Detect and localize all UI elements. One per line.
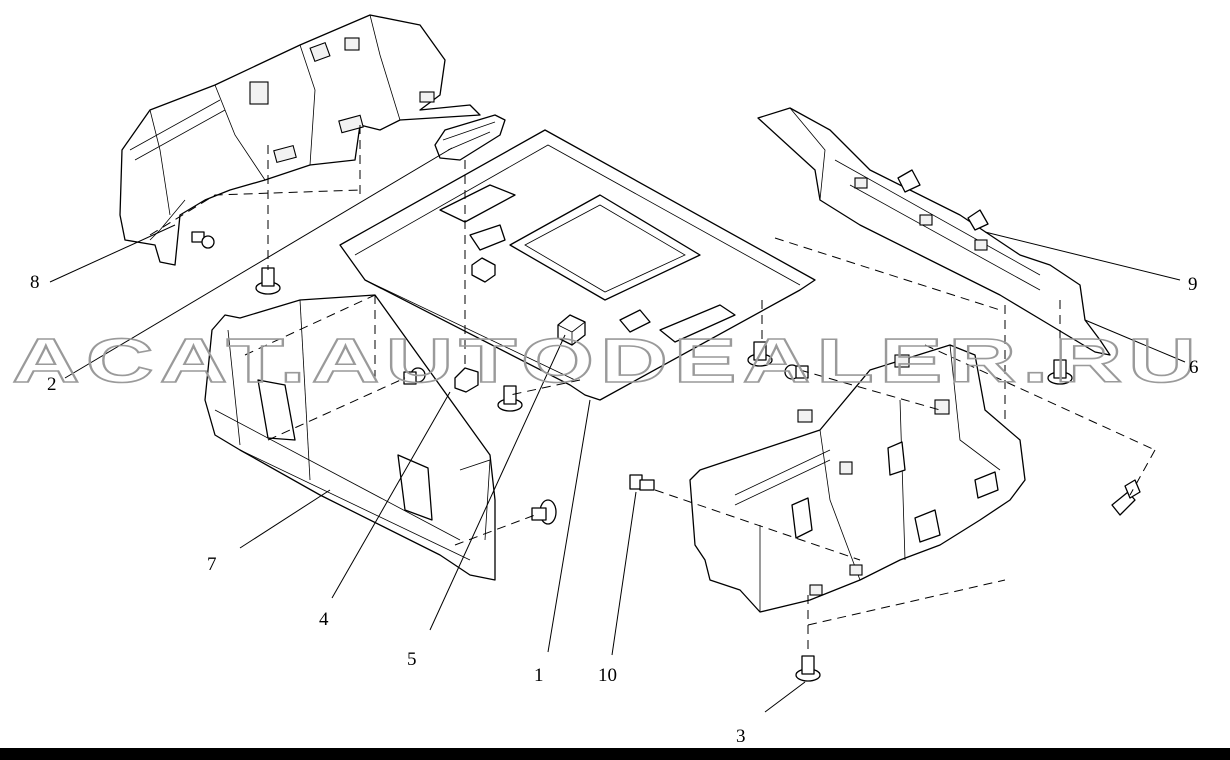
- label-7: 7: [207, 554, 217, 575]
- label-8: 8: [30, 272, 40, 293]
- fastener-clip-right: [1047, 359, 1073, 385]
- part-3-right-rear-trim: [689, 344, 1026, 613]
- bottom-border-bar: [0, 748, 1230, 760]
- label-10: 10: [598, 665, 617, 686]
- fastener-clip-bottom: [795, 655, 821, 682]
- fastener-clip-left-center: [497, 385, 523, 412]
- part-10-bolt: [629, 474, 655, 491]
- part-1-roof-headliner: [339, 129, 816, 401]
- part-7-left-side-trim: [204, 294, 496, 581]
- label-5: 5: [407, 649, 417, 670]
- fastener-screw-left-low: [531, 499, 557, 525]
- fastener-screw-center-right: [784, 364, 809, 380]
- watermark: ACAT.AUTODEALER.RU: [12, 327, 1202, 396]
- fastener-clip-center-right: [747, 341, 773, 367]
- part-rear-upper-left-trim: [119, 14, 481, 266]
- part-4-nut: [454, 367, 479, 393]
- leader-lines: [49, 147, 1186, 713]
- fastener-clip-left-top: [255, 267, 281, 295]
- assembly-dashed-lines: [149, 125, 1156, 655]
- part-5-grommet: [471, 257, 586, 346]
- part-2-dome-light: [434, 114, 506, 161]
- fastener-push-pin-right: [1111, 479, 1141, 516]
- label-1: 1: [534, 665, 544, 686]
- label-9: 9: [1188, 274, 1198, 295]
- callout-labels: 8 2 7 4 5 1 10 3 9 6: [30, 272, 1199, 747]
- fastener-screw-left-mid: [403, 367, 426, 385]
- label-3: 3: [736, 726, 746, 747]
- label-6: 6: [1189, 357, 1199, 378]
- part-upper-right-trim-strip: [757, 107, 1111, 356]
- label-2: 2: [47, 374, 57, 395]
- fastener-screw-8: [191, 231, 215, 249]
- label-4: 4: [319, 609, 329, 630]
